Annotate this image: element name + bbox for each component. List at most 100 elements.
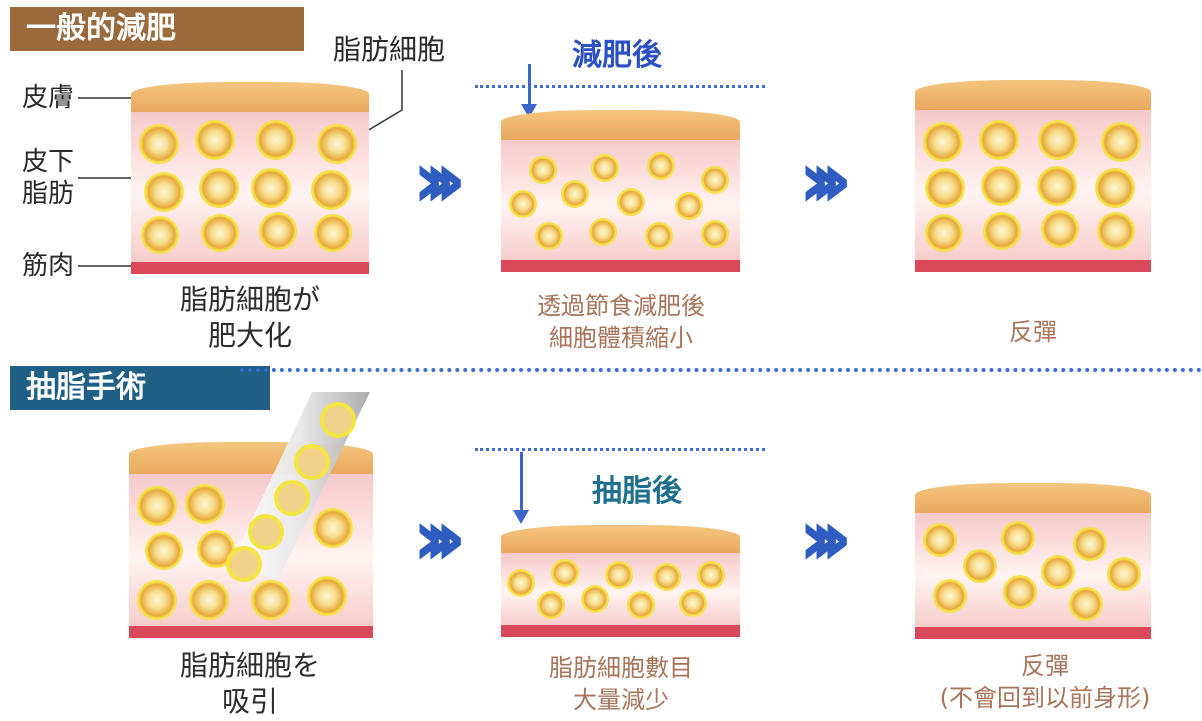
cannula-tube [226,392,370,582]
fat-cell [925,124,961,160]
fat-cell [1099,214,1133,248]
skin-layer [915,483,1151,513]
fat-cell [699,563,723,587]
fat-cell [591,220,615,244]
fat-cell [935,581,965,611]
fat-cell [981,122,1017,158]
tissue-block-rebound [915,80,1151,272]
arrow-chevron-icon: ››› [798,133,853,226]
fat-cell [309,578,345,614]
fat-cell [316,216,350,250]
fat-cell [147,534,181,568]
tissue-block-limited-rebound [915,483,1151,639]
fat-cell [187,486,223,522]
label-muscle: 筋肉 [22,251,75,281]
muscle-layer [915,627,1151,639]
fat-cell [139,582,175,618]
fat-cell [593,156,617,180]
fat-cell [553,561,577,585]
fat-cell [203,216,237,250]
fat-cell [313,172,349,208]
section-divider [240,368,1202,372]
skin-layer [131,82,369,112]
fat-cell [629,593,653,617]
arrow-chevron-icon: ››› [798,491,853,584]
fat-cell [191,582,227,618]
fat-cell [1071,589,1101,619]
fat-cell [677,194,701,218]
skin-layer [501,110,740,140]
fat-cell [927,216,961,250]
fat-cell [146,174,182,210]
arrow-chevron-icon: ››› [412,491,467,584]
fat-cell [1040,122,1076,158]
tag-after-liposuction: 抽脂後 [592,474,682,509]
label-fat-cell: 脂肪細胞 [333,33,446,66]
fat-cell [925,525,955,555]
fat-cell [985,214,1019,248]
muscle-layer [501,625,740,637]
fat-cell [703,222,727,246]
fat-cell [1103,124,1139,160]
arrow-down-icon [521,64,537,118]
fat-cell [583,587,607,611]
fat-cell [253,170,289,206]
fat-cell [201,170,237,206]
fat-cell [1043,557,1073,587]
tissue-block-enlarged [131,82,369,274]
fat-cell [1005,577,1035,607]
muscle-layer [131,262,369,274]
fat-cell [1043,212,1077,246]
fat-cell [649,154,673,178]
skin-layer [501,525,740,553]
fat-cell [261,214,295,248]
muscle-layer [501,260,740,272]
fat-cell [141,126,177,162]
arrow-chevron-icon: ››› [412,133,467,226]
fat-cell [1109,559,1139,589]
fat-cell [983,168,1019,204]
tissue-block-reduced [501,525,740,637]
fat-cell [647,224,671,248]
fat-cell [139,488,175,524]
fat-cell [509,571,533,595]
banner-liposuction: 抽脂手術 [10,366,270,410]
caption-bottom-3: 反彈 (不會回到以前身形) [939,652,1151,712]
fat-cell [315,510,351,546]
tag-after-diet: 減肥後 [572,38,662,73]
fat-cell [1075,529,1105,559]
fat-cell [965,551,995,581]
muscle-layer [915,260,1151,272]
caption-bottom-2: 脂肪細胞數目 大量減少 [549,654,693,714]
label-skin: 皮膚 [22,83,75,113]
caption-top-3: 反彈 [1009,318,1057,346]
fat-cell [619,190,643,214]
tissue-block-shrunk [501,110,740,272]
arrow-down-icon [513,452,529,524]
fat-cell [319,126,355,162]
fat-cell [258,122,294,158]
fat-cell [197,122,233,158]
original-level-line [475,85,765,88]
original-level-line [475,448,765,451]
caption-bottom-1: 脂肪細胞を 吸引 [179,649,320,718]
skin-layer [915,80,1151,110]
fat-cell [1097,170,1133,206]
fat-cell [531,158,555,182]
caption-top-1: 脂肪細胞が 肥大化 [179,283,320,352]
fat-cell [655,565,679,589]
fat-cell [703,168,727,192]
fat-cell [607,563,631,587]
fat-cell [1039,168,1075,204]
fat-cell [537,224,561,248]
banner-normal-diet: 一般的減肥 [10,7,304,51]
fat-cell [1003,523,1033,553]
fat-cell [253,582,289,618]
fat-cell [143,218,177,252]
fat-cell [927,170,963,206]
fat-cell [563,182,587,206]
fat-cell [539,593,563,617]
fat-cell [511,192,535,216]
muscle-layer [129,626,373,638]
